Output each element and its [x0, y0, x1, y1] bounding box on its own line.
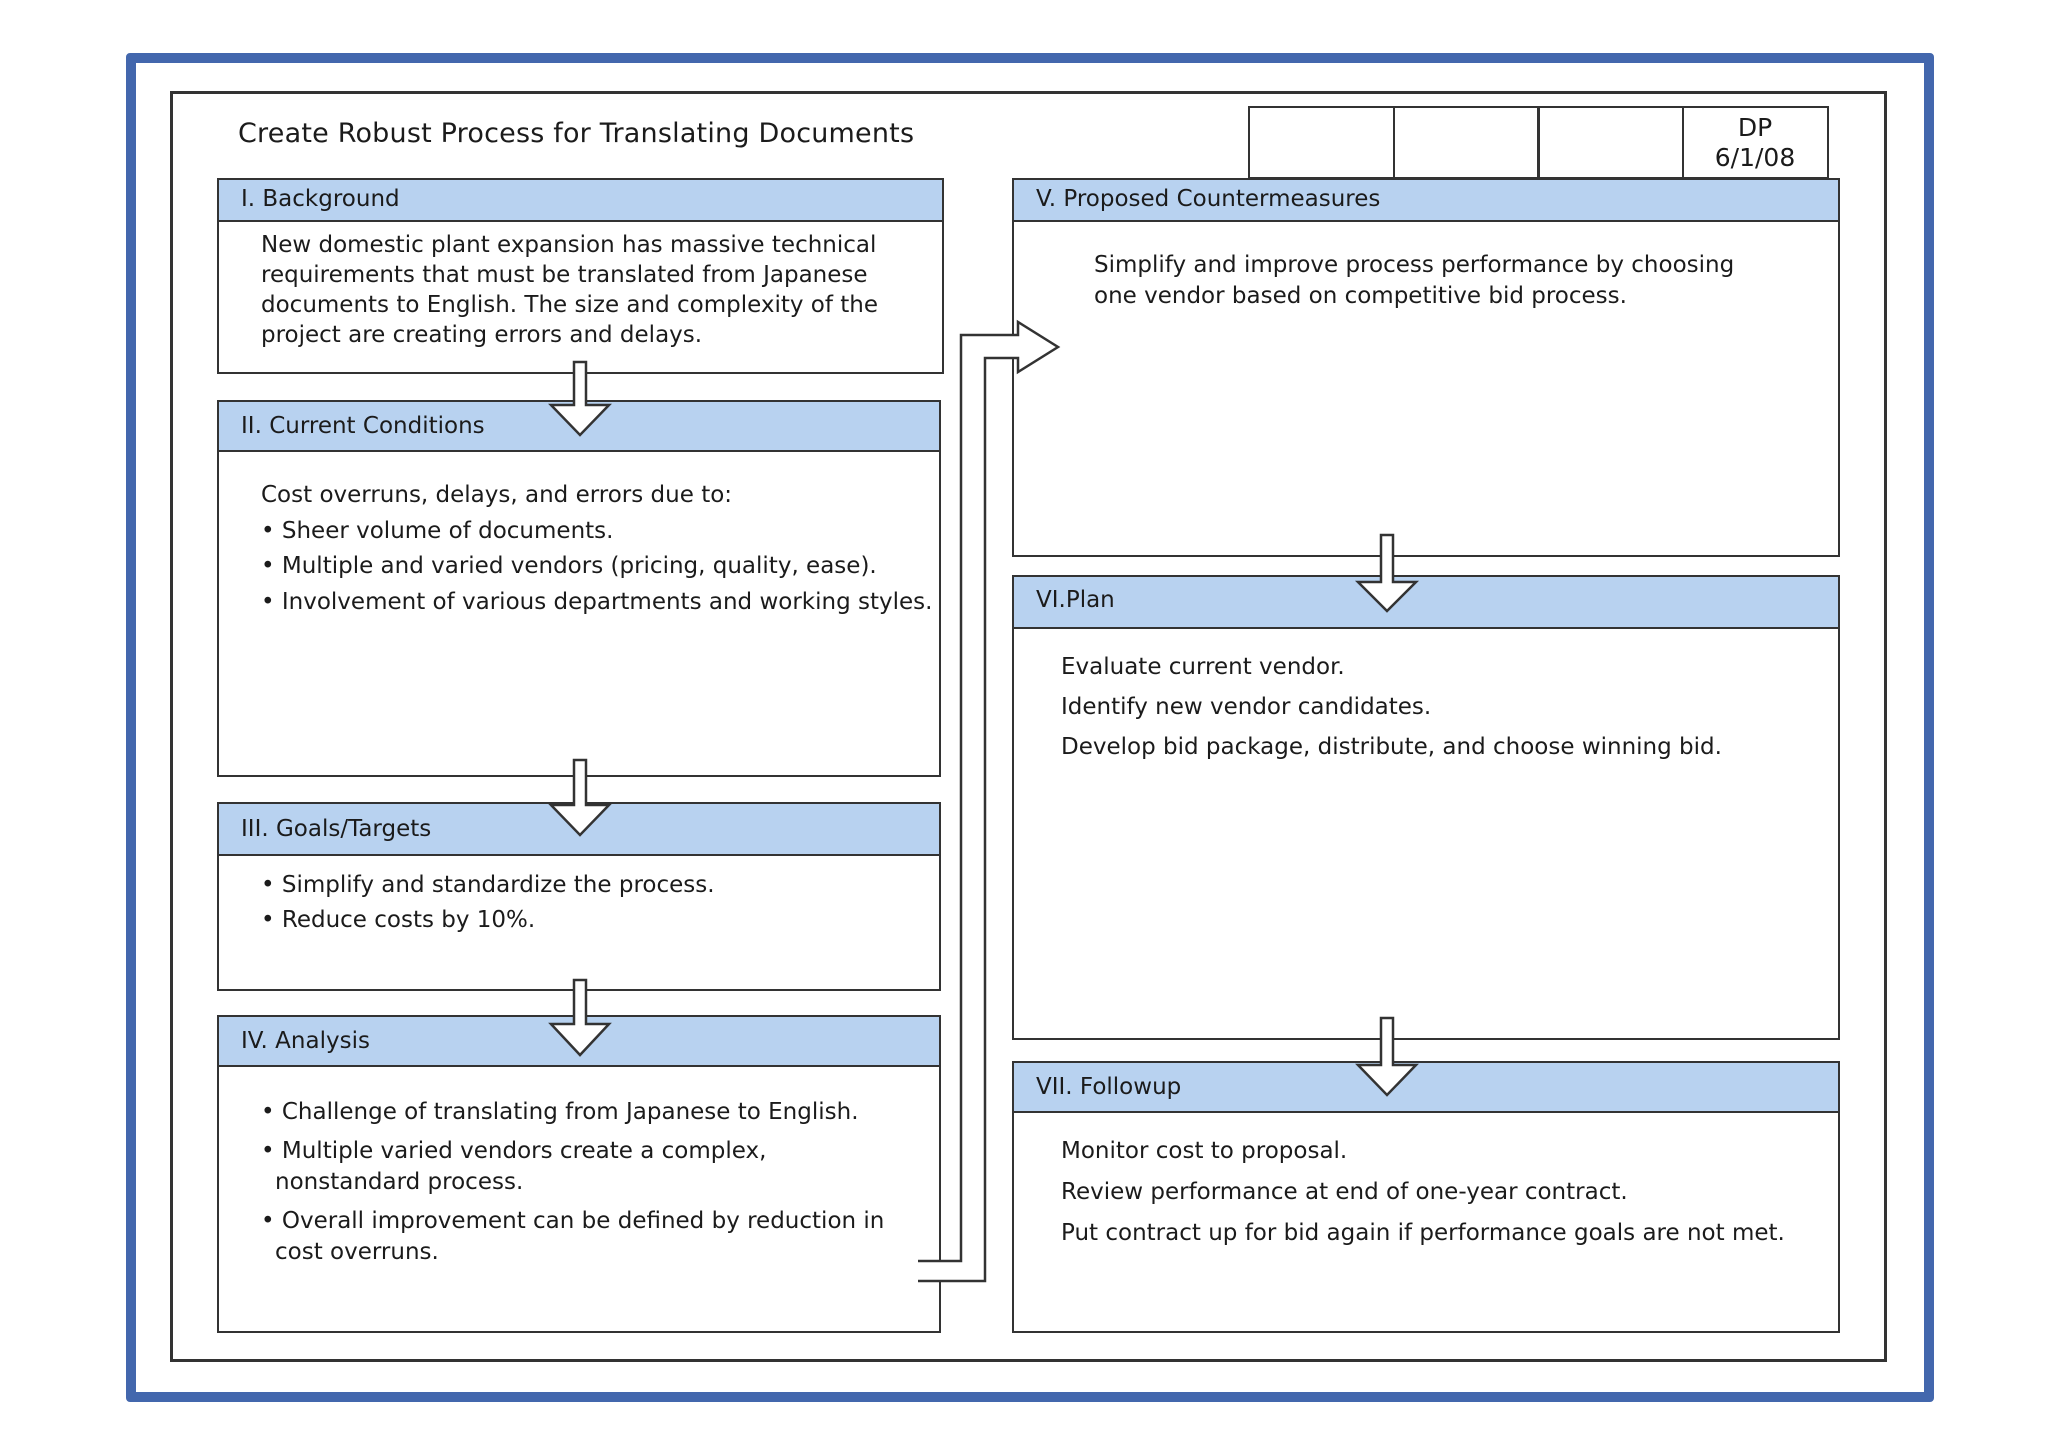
goals-body: • Simplify and standardize the process. … — [219, 856, 939, 938]
analysis-bullet: • Challenge of translating from Japanese… — [261, 1099, 859, 1125]
signoff-date: 6/1/08 — [1714, 143, 1796, 172]
plan-section: VI.Plan Evaluate current vendor. Identif… — [1012, 575, 1840, 1040]
signoff-initials: DP — [1737, 113, 1773, 142]
followup-header: VII. Followup — [1014, 1063, 1838, 1113]
analysis-section: IV. Analysis • Challenge of translating … — [217, 1015, 941, 1333]
plan-step: Identify new vendor candidates. — [1061, 694, 1432, 720]
plan-step: Evaluate current vendor. — [1061, 654, 1345, 680]
goals-bullet: • Simplify and standardize the process. — [261, 872, 715, 898]
background-header: I. Background — [219, 180, 942, 222]
countermeasures-header: V. Proposed Countermeasures — [1014, 180, 1838, 222]
analysis-body: • Challenge of translating from Japanese… — [219, 1067, 939, 1268]
countermeasures-line: one vendor based on competitive bid proc… — [1094, 283, 1627, 309]
down-arrow-icon — [548, 978, 612, 1057]
followup-step: Put contract up for bid again if perform… — [1061, 1220, 1785, 1246]
down-arrow-icon — [548, 758, 612, 837]
plan-body: Evaluate current vendor. Identify new ve… — [1014, 629, 1838, 767]
analysis-bullet-continued: nonstandard process. — [275, 1169, 524, 1195]
followup-section: VII. Followup Monitor cost to proposal. … — [1012, 1061, 1840, 1333]
current-conditions-section: II. Current Conditions Cost overruns, de… — [217, 400, 941, 777]
countermeasures-body: Simplify and improve process performance… — [1014, 222, 1838, 312]
followup-step: Monitor cost to proposal. — [1061, 1138, 1348, 1164]
analysis-bullet: • Multiple varied vendors create a compl… — [261, 1138, 767, 1164]
plan-step: Develop bid package, distribute, and cho… — [1061, 734, 1722, 760]
current-conditions-intro: Cost overruns, delays, and errors due to… — [261, 482, 733, 508]
current-conditions-bullet: • Multiple and varied vendors (pricing, … — [261, 553, 877, 579]
current-conditions-bullet: • Sheer volume of documents. — [261, 517, 614, 544]
followup-step: Review performance at end of one-year co… — [1061, 1179, 1628, 1205]
background-line: requirements that must be translated fro… — [261, 262, 868, 288]
plan-header: VI.Plan — [1014, 577, 1838, 629]
down-arrow-icon — [1354, 533, 1420, 613]
current-conditions-bullet: • Involvement of various departments and… — [261, 588, 933, 615]
down-arrow-icon — [1355, 1016, 1419, 1097]
down-arrow-icon — [548, 360, 612, 437]
document-title: Create Robust Process for Translating Do… — [238, 118, 915, 149]
followup-body: Monitor cost to proposal. Review perform… — [1014, 1113, 1838, 1254]
background-line: New domestic plant expansion has massive… — [261, 232, 877, 258]
background-line: project are creating errors and delays. — [261, 322, 703, 348]
analysis-item: • Overall improvement can be defined by … — [261, 1206, 939, 1268]
current-conditions-body: Cost overruns, delays, and errors due to… — [219, 452, 939, 620]
countermeasures-section: V. Proposed Countermeasures Simplify and… — [1012, 178, 1840, 557]
goals-section: III. Goals/Targets • Simplify and standa… — [217, 802, 941, 991]
background-body: New domestic plant expansion has massive… — [219, 222, 942, 350]
background-line: documents to English. The size and compl… — [261, 292, 879, 318]
analysis-bullet-continued: cost overruns. — [275, 1239, 439, 1265]
analysis-bullet: • Overall improvement can be defined by … — [261, 1208, 885, 1234]
analysis-item: • Challenge of translating from Japanese… — [261, 1097, 939, 1128]
countermeasures-line: Simplify and improve process performance… — [1094, 252, 1735, 278]
right-arrow-icon — [918, 319, 1061, 1283]
analysis-item: • Multiple varied vendors create a compl… — [261, 1136, 939, 1198]
background-section: I. Background New domestic plant expansi… — [217, 178, 944, 374]
goals-bullet: • Reduce costs by 10%. — [261, 907, 536, 933]
